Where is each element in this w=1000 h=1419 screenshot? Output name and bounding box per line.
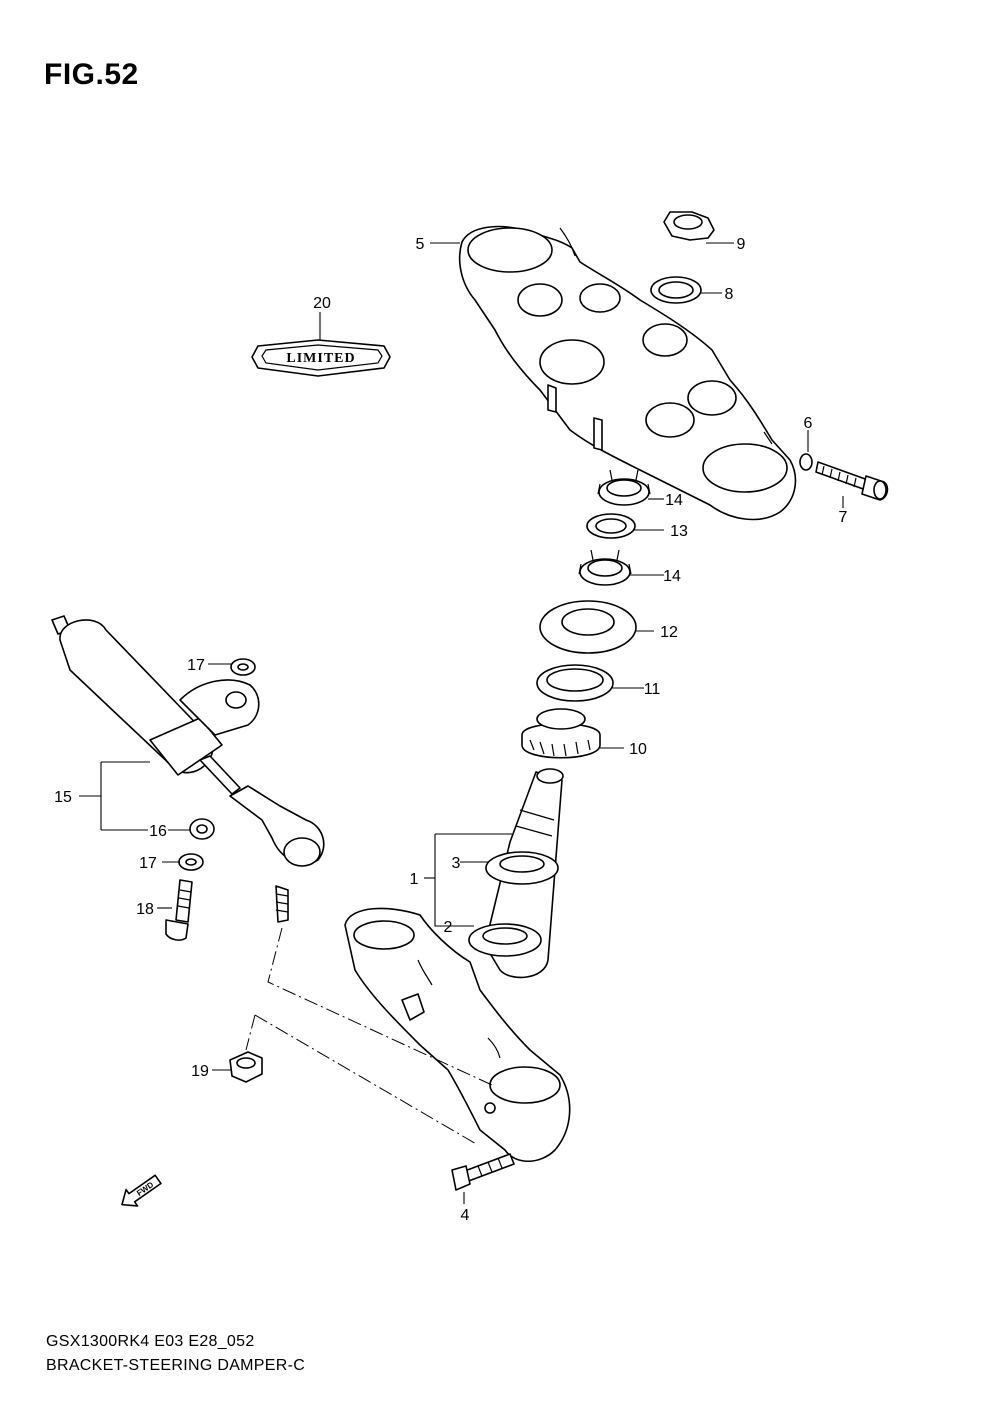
seal-part-3[interactable] bbox=[485, 851, 559, 885]
figure-description: BRACKET-STEERING DAMPER-C bbox=[46, 1357, 306, 1374]
callout-19: 19 bbox=[191, 1063, 209, 1080]
race-part-11[interactable] bbox=[536, 664, 614, 702]
locknut-part-14b[interactable] bbox=[578, 549, 632, 586]
callout-10: 10 bbox=[629, 741, 647, 758]
callout-9: 9 bbox=[737, 236, 746, 253]
callout-17b: 17 bbox=[139, 855, 157, 872]
callout-20: 20 bbox=[313, 295, 331, 312]
callout-6: 6 bbox=[804, 415, 813, 432]
callout-2: 2 bbox=[444, 919, 453, 936]
callout-7: 7 bbox=[839, 509, 848, 526]
steering-stem-nut-part[interactable] bbox=[663, 211, 715, 241]
washer-part-8[interactable] bbox=[650, 276, 702, 304]
locknut-part-14a[interactable] bbox=[597, 469, 651, 506]
bush-part-16[interactable] bbox=[189, 818, 215, 840]
limited-badge-part-20[interactable]: LIMITED bbox=[251, 339, 391, 377]
callout-14a: 14 bbox=[665, 492, 683, 509]
washer-part-17b[interactable] bbox=[178, 853, 204, 871]
callout-12: 12 bbox=[660, 624, 678, 641]
nut-part-19[interactable] bbox=[229, 1051, 263, 1083]
badge-label: LIMITED bbox=[286, 351, 355, 366]
fwd-arrow-icon: FWD bbox=[121, 1174, 162, 1207]
washer-part-17a[interactable] bbox=[230, 658, 256, 676]
washer-part-13[interactable] bbox=[586, 513, 636, 539]
callout-labels: 5 9 8 6 7 14 13 14 12 11 10 3 1 2 20 17 … bbox=[54, 236, 847, 1224]
steering-damper-part-15[interactable] bbox=[51, 615, 325, 923]
callout-14b: 14 bbox=[663, 568, 681, 585]
callout-11: 11 bbox=[644, 681, 661, 698]
seal-part-2[interactable] bbox=[468, 923, 542, 957]
washer-part-6[interactable] bbox=[799, 453, 813, 471]
assembly-lines bbox=[245, 927, 493, 1146]
dust-seal-part-12[interactable] bbox=[539, 600, 637, 654]
callout-13: 13 bbox=[670, 523, 688, 540]
callout-1: 1 bbox=[410, 871, 419, 888]
bolt-part-18[interactable] bbox=[165, 879, 193, 941]
upper-bracket-part[interactable] bbox=[458, 225, 797, 521]
figure-title: FIG.52 bbox=[44, 58, 139, 91]
callout-4: 4 bbox=[461, 1207, 470, 1224]
callout-18: 18 bbox=[136, 901, 154, 918]
bolt-part-4[interactable] bbox=[451, 1153, 515, 1191]
callout-8: 8 bbox=[725, 286, 734, 303]
leader-lines bbox=[79, 242, 844, 1204]
callout-16: 16 bbox=[149, 823, 167, 840]
lower-bracket-part[interactable] bbox=[344, 907, 571, 1162]
callout-15: 15 bbox=[54, 789, 72, 806]
bolt-part-7[interactable] bbox=[815, 461, 889, 501]
callout-17a: 17 bbox=[187, 657, 205, 674]
callout-5: 5 bbox=[416, 236, 425, 253]
bearing-part-10[interactable] bbox=[521, 708, 601, 759]
model-code: GSX1300RK4 E03 E28_052 bbox=[46, 1333, 255, 1350]
callout-3: 3 bbox=[452, 855, 461, 872]
